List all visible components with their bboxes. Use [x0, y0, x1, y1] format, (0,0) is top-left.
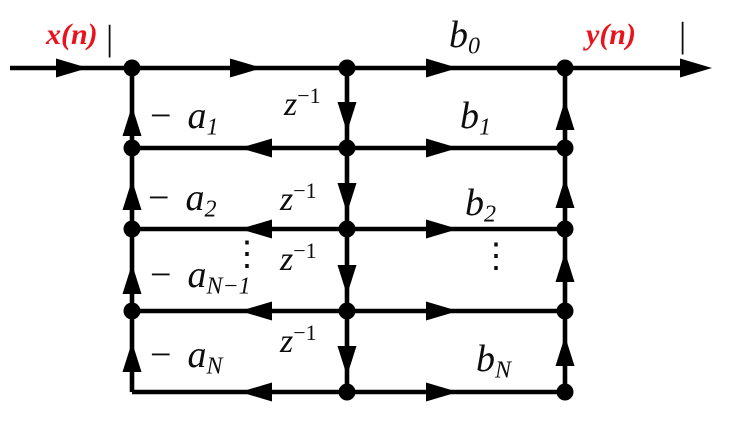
arrow-a2	[240, 219, 272, 239]
coeff-aN1-sub: N−1	[206, 273, 251, 300]
coeff-a1-label: −a1	[150, 95, 218, 140]
arrow-bn	[426, 382, 458, 402]
arrow-out-up-3	[555, 252, 575, 282]
coeff-a1-sub: 1	[206, 114, 219, 141]
node-dot	[123, 220, 141, 238]
coeff-b0-sub: 0	[468, 33, 480, 60]
coeff-aN1-sign: −	[150, 254, 172, 296]
node-dot	[556, 302, 574, 320]
coeff-aN1-label: −aN−1	[150, 254, 251, 299]
delay-3-base: z	[280, 241, 294, 278]
delay-2-sup: −1	[293, 177, 317, 203]
arrow-a1	[240, 138, 272, 158]
node-dot	[338, 302, 356, 320]
coeff-b2-sub: 2	[484, 201, 496, 228]
output-signal-label: y(n)	[586, 18, 636, 51]
arrow-an	[240, 382, 272, 402]
node-dot	[123, 139, 141, 157]
coeff-bN-sub: N	[495, 357, 512, 384]
coeff-b2-label: b2	[465, 182, 496, 227]
coeff-a2-sub: 2	[204, 196, 217, 223]
arrow-delay-down-1	[337, 102, 357, 132]
coeff-aN-base: a	[187, 334, 207, 376]
coeff-bN-label: bN	[476, 338, 511, 383]
arrow-an1	[240, 301, 272, 321]
arrow-b1	[426, 138, 458, 158]
arrow-input	[56, 58, 88, 78]
delay-4-label: z−1	[280, 321, 317, 360]
arrow-output	[680, 58, 712, 78]
node-dot	[123, 59, 141, 77]
arrow-out-up-2	[555, 178, 575, 208]
delay-1-base: z	[284, 86, 298, 123]
node-dot	[123, 302, 141, 320]
arrow-fb-up-4	[122, 342, 142, 372]
delay-4-sup: −1	[293, 319, 317, 345]
input-caret: |	[106, 18, 114, 58]
coeff-b1-sub: 1	[479, 114, 491, 141]
delay-2-base: z	[280, 181, 294, 218]
arrow-delay-down-2	[337, 183, 357, 213]
coeff-a1-sign: −	[150, 95, 172, 137]
arrow-fb-up-1	[122, 106, 142, 136]
coeff-a2-base: a	[185, 177, 205, 219]
delay-3-sup: −1	[293, 237, 317, 263]
delay-1-label: z−1	[284, 84, 321, 123]
coeff-aN-sign: −	[150, 334, 172, 376]
delay-4-base: z	[280, 323, 294, 360]
node-dot	[556, 220, 574, 238]
coeff-b1-label: b1	[460, 95, 491, 140]
coeff-b0-base: b	[449, 14, 468, 56]
node-dot	[338, 220, 356, 238]
arrow-bn1	[426, 301, 458, 321]
arrow-top-left-seg	[230, 58, 262, 78]
delay-3-label: z−1	[280, 239, 317, 278]
arrow-b2	[426, 219, 458, 239]
coeff-aN1-base: a	[187, 254, 207, 296]
feedback-ellipsis: ⋮	[230, 236, 264, 273]
output-caret: |	[679, 15, 687, 55]
arrow-delay-down-4	[337, 346, 357, 376]
coeff-b2-base: b	[465, 182, 484, 224]
arrow-fb-up-3	[122, 264, 142, 294]
node-dot	[338, 139, 356, 157]
arrow-b0	[426, 58, 458, 78]
node-dot	[338, 383, 356, 401]
coeff-aN-label: −aN	[150, 334, 222, 379]
coeff-b0-label: b0	[449, 14, 480, 59]
coeff-a1-base: a	[187, 95, 207, 137]
coeff-a2-label: −a2	[148, 177, 216, 222]
node-dot	[556, 383, 574, 401]
input-signal-label: x(n)	[46, 18, 98, 51]
arrow-fb-up-2	[122, 180, 142, 210]
coeff-a2-sign: −	[148, 177, 170, 219]
junction-dots	[123, 59, 574, 401]
node-dot	[556, 139, 574, 157]
feedforward-ellipsis: ⋮	[479, 238, 513, 275]
node-dot	[338, 59, 356, 77]
node-dot	[556, 59, 574, 77]
coeff-b1-base: b	[460, 95, 479, 137]
arrow-out-up-4	[555, 336, 575, 366]
delay-2-label: z−1	[280, 179, 317, 218]
coeff-bN-base: b	[476, 338, 495, 380]
delay-1-sup: −1	[297, 82, 321, 108]
coeff-aN-sub: N	[206, 353, 223, 380]
arrowheads	[56, 58, 712, 402]
arrow-delay-down-3	[337, 265, 357, 295]
arrow-out-up-1	[555, 100, 575, 130]
